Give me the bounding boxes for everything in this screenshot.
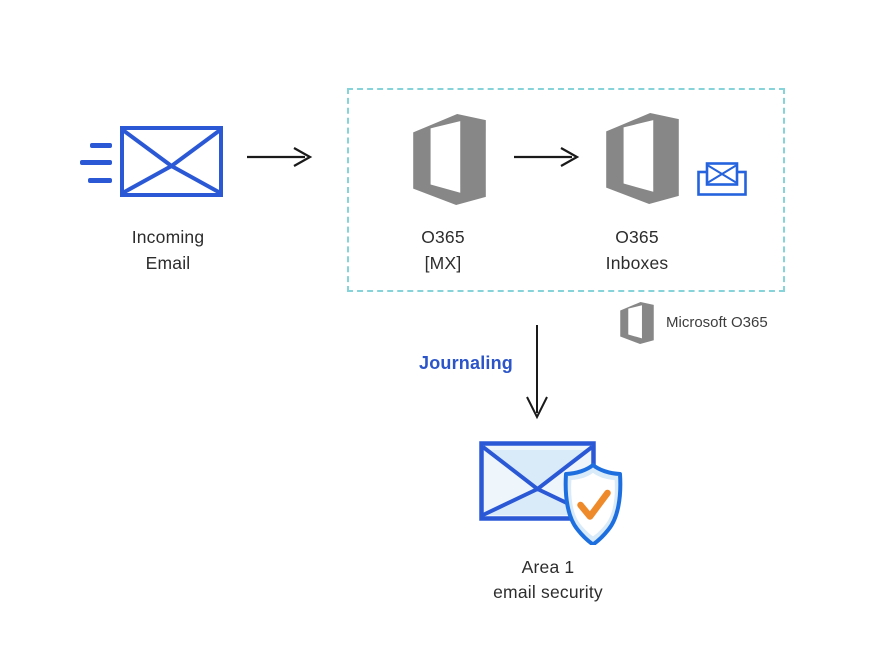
- motion-line-icon: [88, 178, 112, 183]
- motion-line-icon: [90, 143, 112, 148]
- motion-line-icon: [80, 160, 112, 165]
- o365-mx-logo-icon: [413, 114, 486, 205]
- o365-mx-label: O365 [MX]: [421, 227, 465, 273]
- incoming-email-label: Incoming Email: [131, 227, 205, 273]
- arrow-down-icon: [526, 325, 548, 420]
- area1-email-security-icon: [479, 441, 623, 545]
- microsoft-o365-legend-icon: [620, 302, 654, 344]
- o365-inboxes-logo-icon: [606, 113, 679, 204]
- o365-inboxes-label: O365 Inboxes: [605, 227, 669, 273]
- legend-label: Microsoft O365: [666, 314, 768, 331]
- journaling-label: Journaling: [419, 353, 514, 373]
- o365-zone-boundary: [347, 88, 785, 292]
- arrow-right-icon: [247, 147, 313, 167]
- area1-label: Area 1 email security: [493, 557, 603, 602]
- arrow-right-icon: [514, 147, 580, 167]
- shield-check-icon: [563, 463, 623, 545]
- incoming-email-icon: [120, 126, 223, 197]
- inbox-icon: [697, 162, 747, 196]
